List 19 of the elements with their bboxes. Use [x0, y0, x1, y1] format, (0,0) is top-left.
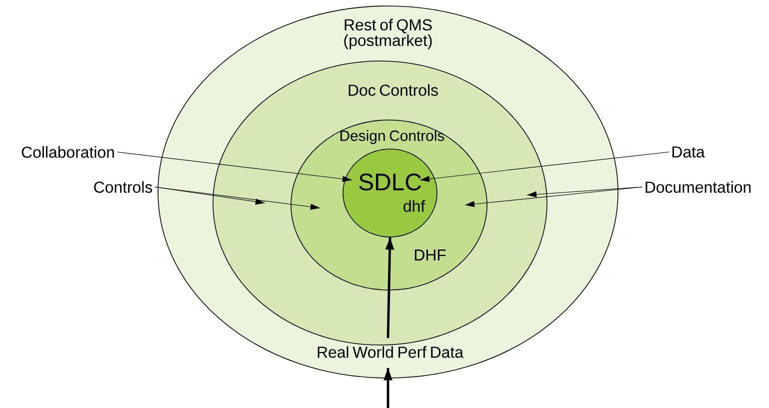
arrow: [420, 152, 670, 182]
arrow: [384, 368, 392, 408]
ring-label: dhf: [404, 200, 426, 212]
ring-label: DHF: [414, 250, 446, 260]
arrow: [116, 152, 352, 182]
arrow: [526, 186, 642, 198]
ring-label: Design Controls: [340, 130, 444, 144]
arrow-label: Data: [672, 146, 705, 158]
ring-label: Real World Perf Data: [318, 346, 464, 358]
arrow-label: Collaboration: [22, 146, 114, 158]
arrow-label: Controls: [94, 181, 152, 193]
ring-label: Rest of QMS (postmarket): [344, 18, 432, 50]
ring-label: Doc Controls: [348, 84, 438, 96]
arrow: [154, 186, 320, 210]
arrow: [464, 186, 642, 208]
ring-label: SDLC: [359, 174, 421, 190]
arrow-label: Documentation: [646, 181, 751, 193]
ring-ellipse: [342, 148, 438, 238]
arrow: [385, 237, 394, 338]
